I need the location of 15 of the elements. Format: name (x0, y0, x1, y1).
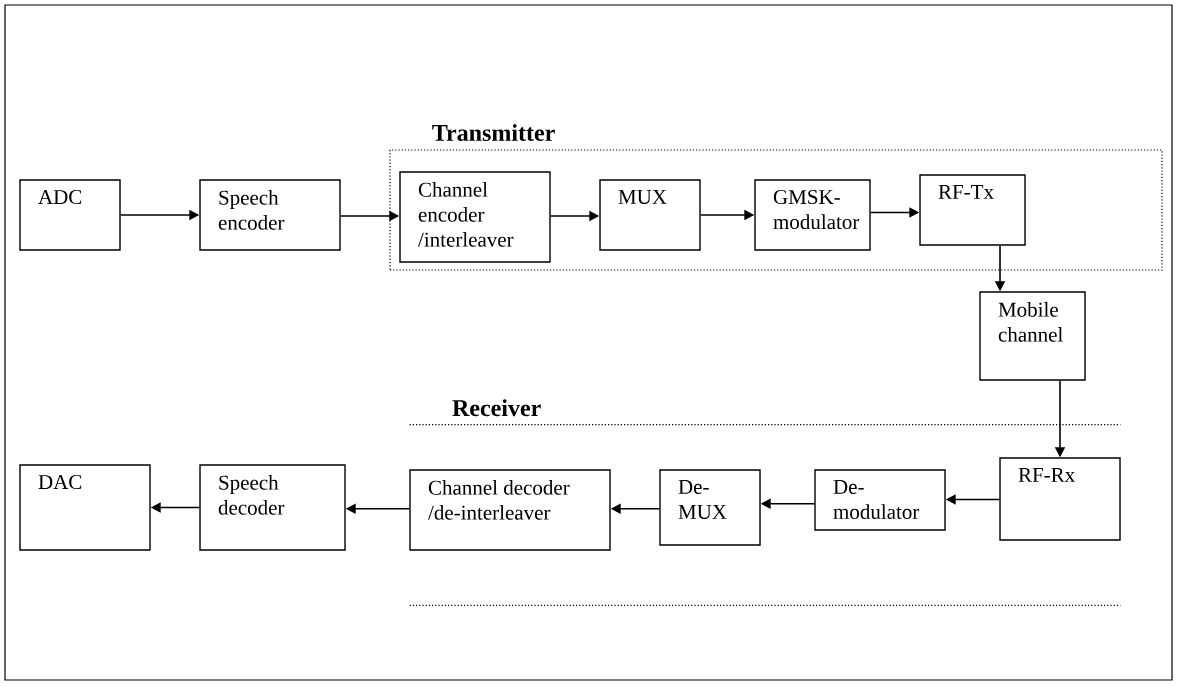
process-box: Channel encoder /interleaver (399, 171, 551, 263)
process-box: GMSK-modulator (754, 179, 871, 251)
process-box: ADC (19, 179, 121, 251)
process-box: MUX (599, 179, 701, 251)
group-heading: Receiver (452, 399, 541, 417)
process-box: Speech encoder (199, 179, 341, 251)
process-box: RF-Tx (919, 174, 1026, 246)
process-box: DAC (19, 464, 151, 551)
process-box: Speech decoder (199, 464, 346, 551)
process-box: De-MUX (659, 469, 761, 546)
process-box: Mobile channel (979, 291, 1086, 381)
process-box: RF-Rx (999, 457, 1121, 541)
process-box: Channel decoder /de-interleaver (409, 469, 611, 551)
process-box: De-modulator (814, 469, 946, 531)
group-heading: Transmitter (432, 124, 555, 141)
